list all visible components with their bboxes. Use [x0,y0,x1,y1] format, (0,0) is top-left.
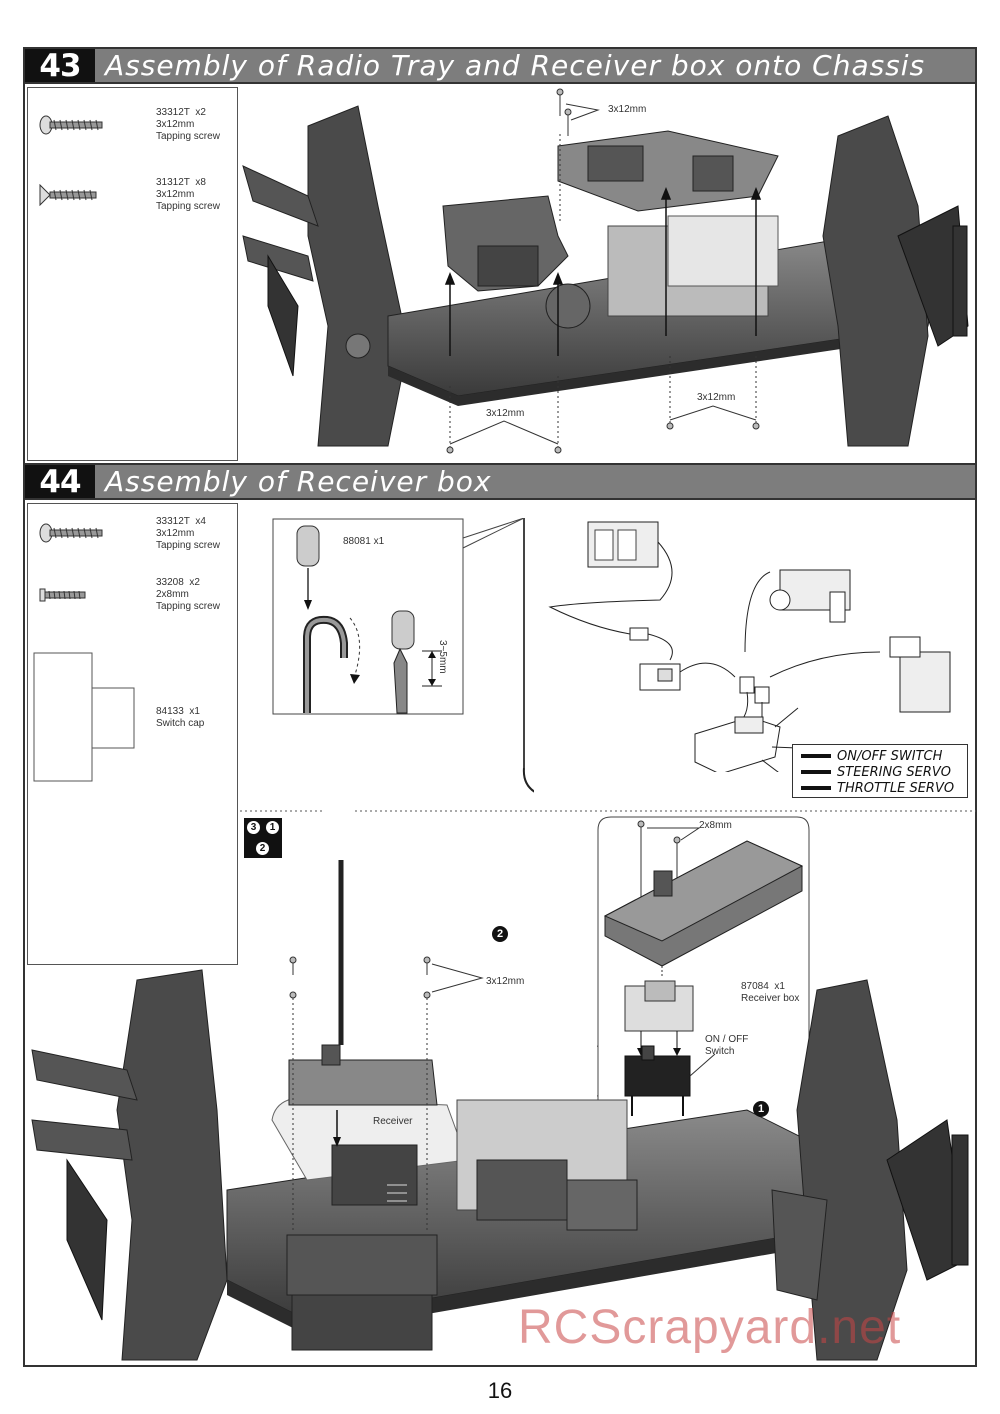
wiring-legend: ON/OFF SWITCH STEERING SERVO THROTTLE SE… [792,744,968,798]
callout-2: 2 [492,926,508,942]
receiver-box-detail-illustration [597,816,810,1141]
legend-on-off-switch: ON/OFF SWITCH [801,749,942,764]
step-43-bottom-left-screw-label: 3x12mm [486,408,525,419]
antenna-length-label: 3~5mm [437,640,448,674]
step-44-number: 44 [25,464,95,500]
dotted-divider [240,810,976,812]
part-33208: 33208 x2 2x8mm Tapping screw [156,577,220,612]
callout-1: 1 [753,1101,769,1117]
step-43-title: Assembly of Radio Tray and Receiver box … [105,49,926,82]
antenna-detail-illustration [272,518,534,793]
step-43-parts-list: 33312T x2 3x12mm Tapping screw 31312T x8… [27,87,238,461]
legend-throttle-servo: THROTTLE SERVO [801,781,954,796]
step-44-chassis-illustration [31,860,969,1361]
step-44-title: Assembly of Receiver box [105,465,492,498]
on-off-switch-label: ON / OFF Switch [705,1034,749,1057]
receiver-label: Receiver [373,1116,413,1127]
pan-head-screw-icon [39,115,103,135]
part-31312t: 31312T x8 3x12mm Tapping screw [156,177,220,212]
step-43-top-screw-label: 3x12mm [608,104,647,115]
step-44-header: 44 Assembly of Receiver box [23,463,977,500]
step-44-parts-list: 33312T x4 3x12mm Tapping screw 33208 x2 … [27,503,238,965]
legend-steering-servo: STEERING SERVO [801,765,951,780]
part-33312t: 33312T x2 3x12mm Tapping screw [156,107,220,142]
page-number: 16 [487,1378,513,1403]
small-screw-icon [39,588,86,602]
step-43-header: 43 Assembly of Radio Tray and Receiver b… [23,47,977,84]
assembly-sequence-badge: 3 1 2 [244,818,282,858]
detail-screw-label: 2x8mm [699,820,732,831]
antenna-tube-part-label: 88081 x1 [343,536,385,547]
pan-head-screw-icon [39,523,103,543]
watermark: RCScrapyard.net [518,1301,902,1354]
step-43-number: 43 [25,48,95,84]
countersunk-screw-icon [39,184,97,206]
part-33312t: 33312T x4 3x12mm Tapping screw [156,516,220,551]
receiver-box-part-label: 87084 x1 Receiver box [741,981,800,1004]
step-43-bottom-right-screw-label: 3x12mm [697,392,736,403]
wiring-diagram [548,521,951,772]
switch-cap-icon [33,652,135,782]
main-screw-label: 3x12mm [486,976,525,987]
step-43-chassis-illustration [242,88,969,454]
part-84133: 84133 x1 Switch cap [156,706,205,729]
